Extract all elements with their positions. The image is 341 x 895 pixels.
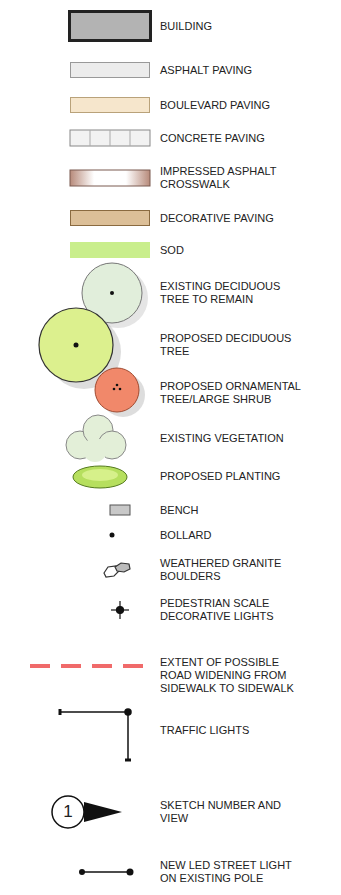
- legend-label: DECORATIVE PAVING: [160, 212, 310, 225]
- legend-label: ASPHALT PAVING: [160, 64, 310, 77]
- legend-label: EXTENT OF POSSIBLE ROAD WIDENING FROM SI…: [160, 656, 310, 695]
- legend-label: EXISTING DECIDUOUS TREE TO REMAIN: [160, 280, 310, 306]
- legend-swatch: [70, 97, 150, 113]
- legend-label: PROPOSED PLANTING: [160, 470, 310, 483]
- bench-symbol: [110, 505, 130, 515]
- legend-label: BOLLARD: [160, 529, 310, 542]
- traffic-light-symbol: [60, 709, 131, 760]
- legend-label: CONCRETE PAVING: [160, 132, 310, 145]
- ornamental-tree-symbol: [95, 368, 145, 417]
- legend-label: PROPOSED DECIDUOUS TREE: [160, 332, 310, 358]
- legend-swatch: [68, 10, 152, 42]
- legend-label: EXISTING VEGETATION: [160, 432, 310, 445]
- bollard-symbol: [110, 533, 115, 538]
- legend-swatch: [70, 242, 150, 258]
- pedestrian-light-symbol: [111, 601, 129, 619]
- legend-label: TRAFFIC LIGHTS: [160, 724, 310, 737]
- legend-swatch: [70, 62, 150, 78]
- road-widening-line: [30, 664, 150, 668]
- legend-label: SOD: [160, 244, 310, 257]
- legend-label: PROPOSED ORNAMENTAL TREE/LARGE SHRUB: [160, 380, 310, 406]
- legend-label: PEDESTRIAN SCALE DECORATIVE LIGHTS: [160, 597, 310, 623]
- legend-label: IMPRESSED ASPHALT CROSSWALK: [160, 165, 310, 191]
- crosswalk-swatch: [70, 170, 150, 186]
- legend-label: WEATHERED GRANITE BOULDERS: [160, 557, 310, 583]
- existing-vegetation-symbol: [66, 415, 126, 462]
- concrete-swatch: [70, 130, 150, 146]
- legend-label: BENCH: [160, 504, 310, 517]
- boulders-symbol: [104, 563, 130, 577]
- sketch-view-symbol: [52, 796, 122, 828]
- led-light-symbol: [79, 869, 134, 876]
- legend-label: BUILDING: [160, 20, 310, 33]
- legend-swatch: [70, 210, 150, 226]
- callout-number: 1: [58, 802, 78, 822]
- legend-label: NEW LED STREET LIGHT ON EXISTING POLE: [160, 859, 310, 885]
- legend-label: SKETCH NUMBER AND VIEW: [160, 799, 310, 825]
- proposed-planting-symbol: [73, 466, 127, 488]
- legend-label: BOULEVARD PAVING: [160, 99, 310, 112]
